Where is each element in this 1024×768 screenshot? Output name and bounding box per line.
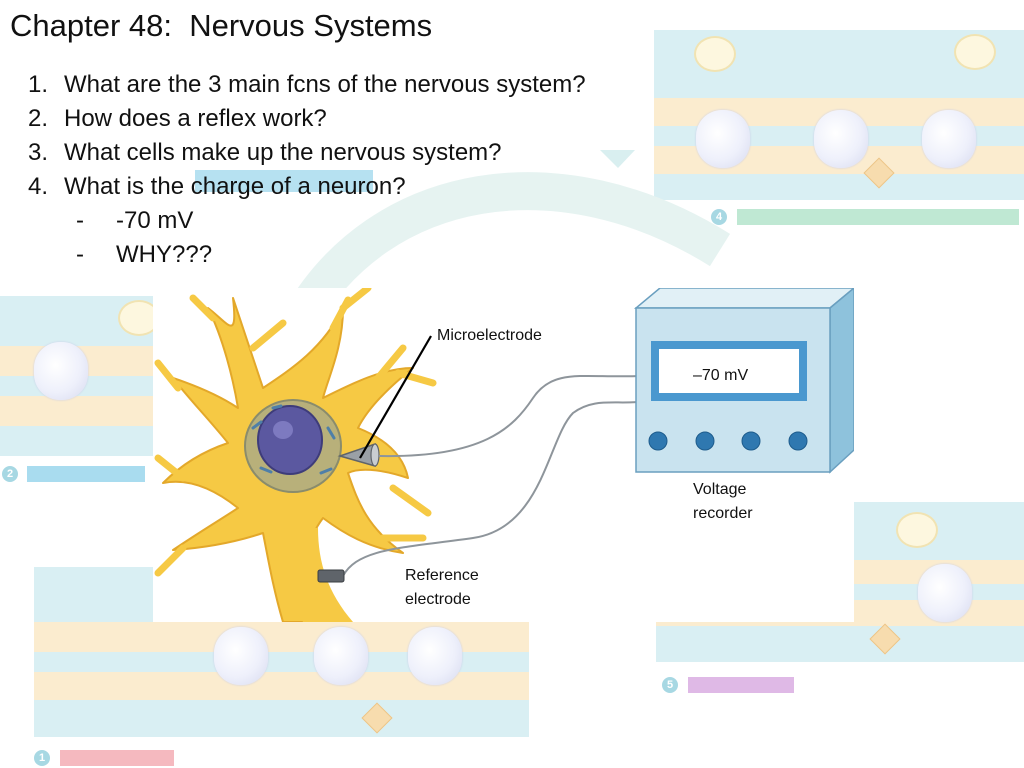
recorder-knob (741, 431, 761, 451)
sub-item-text: -70 mV (116, 207, 194, 234)
sub-item-text: WHY??? (116, 241, 213, 268)
voltage-recorder (633, 288, 854, 474)
question-number: 3. (28, 139, 49, 166)
step-number-badge: 5 (662, 677, 678, 693)
voltage-recorder-label: Voltage recorder (693, 481, 753, 522)
microelectrode-label: Microelectrode (437, 327, 542, 344)
question-text: What are the 3 main fcns of the nervous … (64, 71, 586, 98)
question-list: 1. What are the 3 main fcns of the nervou… (28, 68, 586, 272)
step-number-badge: 1 (34, 750, 50, 766)
label-bar-purple (688, 677, 794, 693)
question-text: How does a reflex work? (64, 105, 327, 132)
step-number-badge: 4 (711, 209, 727, 225)
background-membrane-left (0, 296, 160, 456)
question-item: 1. What are the 3 main fcns of the nervou… (28, 68, 586, 102)
label-bar-green (737, 209, 1019, 225)
question-item: 4. What is the charge of a neuron? (28, 170, 586, 204)
sub-item: - WHY??? (76, 238, 634, 272)
question-text: What is the charge of a neuron? (64, 173, 406, 200)
reference-electrode-wire (342, 401, 639, 577)
microelectrode-wire (378, 374, 639, 458)
slide-title: Chapter 48: Nervous Systems (10, 8, 433, 43)
neuron-measurement-figure: –70 mV Microelectrode Voltage recorder R… (153, 288, 854, 622)
reference-electrode (317, 569, 345, 583)
question-item: 2. How does a reflex work? (28, 102, 586, 136)
recorder-knob (648, 431, 668, 451)
recorder-knob (788, 431, 808, 451)
question-number: 1. (28, 71, 49, 98)
sub-bullet: - (76, 241, 84, 268)
question-number: 2. (28, 105, 49, 132)
microelectrode-pointer (359, 335, 432, 459)
step-number-badge: 2 (2, 466, 18, 482)
question-number: 4. (28, 173, 49, 200)
sub-bullet: - (76, 207, 84, 234)
reference-electrode-label: Reference electrode (405, 567, 479, 608)
microelectrode (337, 442, 380, 467)
label-bar-blue (27, 466, 145, 482)
sub-item: - -70 mV (76, 204, 634, 238)
neuron-diagram (154, 288, 854, 622)
neuron-nucleus (257, 405, 323, 475)
question-text: What cells make up the nervous system? (64, 139, 502, 166)
recorder-knob (695, 431, 715, 451)
label-bar-red (60, 750, 174, 766)
question-item: 3. What cells make up the nervous system? (28, 136, 586, 170)
background-membrane-top-right (654, 30, 1024, 200)
recorder-display-value: –70 mV (693, 367, 749, 384)
